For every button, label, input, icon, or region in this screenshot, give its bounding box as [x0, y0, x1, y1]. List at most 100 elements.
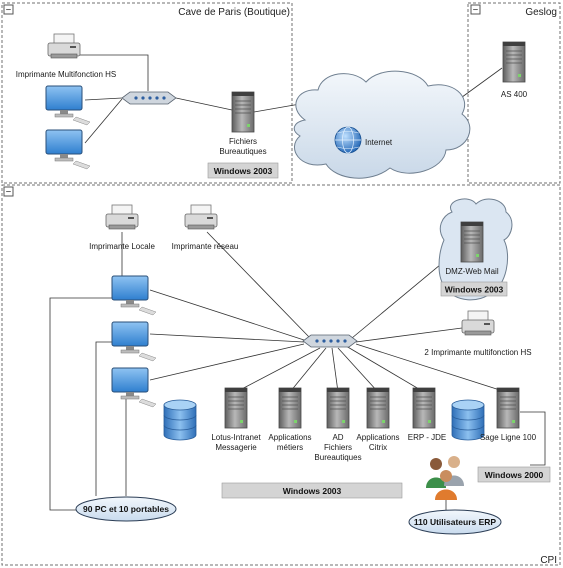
server-erp: ERP - JDE — [408, 387, 447, 442]
link-fileserver-internet — [253, 103, 301, 113]
link-mfp2-cpiswitch — [355, 327, 463, 343]
collapse-cpi-button[interactable] — [3, 186, 14, 197]
ad-label-3: Bureautiques — [314, 453, 361, 462]
connection-lines — [49, 54, 546, 512]
pc-count-badge: 90 PC et 10 portables — [75, 496, 177, 522]
users-count-label: 110 Utilisateurs ERP — [414, 517, 497, 527]
server-icon — [460, 221, 484, 263]
server-icon — [366, 387, 390, 429]
collapse-cpi-icon: − — [6, 188, 12, 198]
link-sage-cpiswitch — [355, 343, 507, 393]
fileserver-label-1: Fichiers — [229, 137, 257, 146]
server-apps: Applications métiers — [268, 387, 312, 452]
database-icon — [163, 399, 197, 441]
mfp2-printer: 2 Imprimante multifonction HS — [424, 310, 532, 357]
server-sage: Sage Ligne 100 — [480, 387, 537, 442]
cpi-os-bar: Windows 2003 — [221, 482, 403, 499]
link-mfp-switch — [78, 54, 149, 91]
server-ad: AD Fichiers Bureautiques — [314, 387, 362, 462]
server-citrix: Applications Citrix — [356, 387, 400, 452]
container-cpi-title: CPI — [540, 555, 557, 566]
link-pcgroup-mid — [95, 341, 112, 496]
link-pc1-cpiswitch — [149, 289, 305, 341]
sage-label: Sage Ligne 100 — [480, 433, 537, 442]
collapse-cave-button[interactable] — [3, 4, 14, 15]
collapse-geslog-button[interactable] — [470, 4, 481, 15]
link-citrix-cpiswitch — [337, 347, 379, 393]
container-cave: − Cave de Paris (Boutique) — [1, 2, 293, 184]
server-icon — [496, 387, 520, 429]
server-icon — [231, 91, 255, 133]
container-cpi: − CPI — [1, 184, 561, 566]
link-pc2-cpiswitch — [149, 333, 305, 343]
link-netprinter-cpiswitch — [206, 231, 311, 339]
printer-network: Imprimante réseau — [172, 204, 239, 251]
sage-os-bar: Windows 2000 — [477, 466, 551, 483]
apps-label-1: Applications — [268, 433, 311, 442]
dmz-webmail: DMZ-Web Mail Windows 2003 — [438, 198, 513, 301]
container-cave-title: Cave de Paris (Boutique) — [178, 7, 290, 18]
citrix-label-1: Applications — [356, 433, 399, 442]
printer-icon — [105, 204, 139, 230]
pc-count-label: 90 PC et 10 portables — [83, 504, 169, 514]
cave-fileserver: Fichiers Bureautiques — [219, 91, 267, 156]
ad-label-2: Fichiers — [324, 443, 352, 452]
link-pc2-switch — [84, 98, 123, 144]
apps-label-2: métiers — [277, 443, 303, 452]
link-apps-cpiswitch — [289, 347, 327, 393]
server-icon — [326, 387, 350, 429]
collapse-geslog-icon: − — [473, 6, 479, 16]
container-geslog-title: Geslog — [525, 7, 557, 18]
users-icon — [426, 456, 464, 500]
server-lotus: Lotus-Intranet Messagerie — [211, 387, 261, 452]
citrix-label-2: Citrix — [369, 443, 387, 452]
as400-server: AS 400 — [501, 41, 528, 99]
globe-icon — [334, 126, 362, 154]
pc-icon — [111, 321, 157, 362]
internet-label: Internet — [365, 138, 393, 147]
printer-local-label: Imprimante Locale — [89, 242, 155, 251]
internet-cloud: Internet — [293, 70, 471, 179]
link-erp-cpiswitch — [345, 345, 425, 393]
link-switch-fileserver — [175, 97, 233, 111]
server-icon — [412, 387, 436, 429]
switch-icon — [121, 91, 177, 105]
printer-icon — [184, 204, 218, 230]
cave-mfp-printer: Imprimante Multifonction HS — [16, 33, 116, 79]
mfp2-label: 2 Imprimante multifonction HS — [424, 348, 531, 357]
pc-icon — [45, 129, 91, 170]
cave-os-bar: Windows 2003 — [207, 162, 279, 179]
as400-label: AS 400 — [501, 90, 528, 99]
server-icon — [224, 387, 248, 429]
ad-label-1: AD — [332, 433, 343, 442]
pc-icon — [111, 275, 157, 316]
dmz-label: DMZ-Web Mail — [445, 267, 498, 276]
pc-icon — [111, 367, 157, 408]
cave-printer-label: Imprimante Multifonction HS — [16, 70, 116, 79]
lotus-label-1: Lotus-Intranet — [211, 433, 261, 442]
link-ad-cpiswitch — [331, 347, 339, 393]
server-icon — [278, 387, 302, 429]
link-sage-osbar — [520, 411, 546, 466]
cpi-os-label: Windows 2003 — [283, 486, 342, 496]
printer-local: Imprimante Locale — [89, 204, 155, 251]
lotus-label-2: Messagerie — [215, 443, 257, 452]
printer-icon — [47, 33, 81, 59]
pc-icon — [45, 85, 91, 126]
link-lotus-cpiswitch — [235, 347, 321, 393]
users-count-badge: 110 Utilisateurs ERP — [408, 509, 502, 535]
cave-os-label: Windows 2003 — [214, 166, 273, 176]
container-geslog: − Geslog — [467, 2, 561, 184]
dmz-os-label: Windows 2003 — [445, 285, 504, 295]
link-internet-as400 — [457, 67, 503, 101]
link-pc3-cpiswitch — [149, 343, 305, 381]
fileserver-label-2: Bureautiques — [219, 147, 266, 156]
link-pc1-switch — [84, 97, 123, 101]
collapse-cave-icon: − — [6, 6, 12, 16]
server-icon — [502, 41, 526, 83]
printer-icon — [461, 310, 495, 336]
sage-os-label: Windows 2000 — [485, 470, 544, 480]
erp-label: ERP - JDE — [408, 433, 447, 442]
printer-network-label: Imprimante réseau — [172, 242, 239, 251]
